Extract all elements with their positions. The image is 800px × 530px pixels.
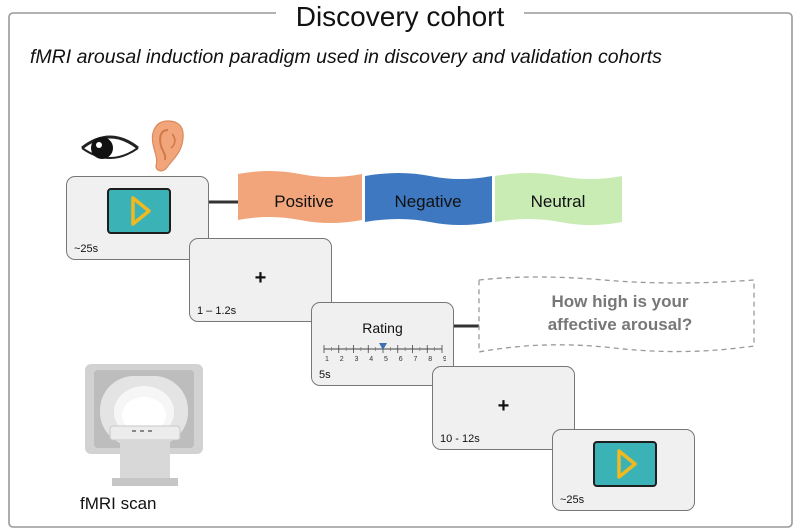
banner-neutral [495,173,622,225]
card-rating: Rating 1 2 3 4 5 6 7 8 9 5s [311,302,454,386]
question-bubble [478,276,755,353]
stimulus-label-negative: Negative [394,192,462,211]
duration-label: ~25s [560,494,585,506]
card-fixation-2: + 10 - 12s [432,366,575,450]
scale-marker [379,343,387,350]
banner-positive [238,171,362,223]
video-screen-2 [593,441,657,487]
ear-icon [151,120,184,172]
stimulus-label-positive: Positive [274,192,334,211]
card-video-2: ~25s [552,429,695,511]
fixation-cross: + [254,267,267,289]
rating-title: Rating [362,320,403,336]
scale-label: 3 [355,356,359,363]
eye-icon [81,135,139,159]
panel-title: Discovery cohort [0,1,800,33]
duration-label: ~25s [74,243,99,255]
card-fixation-1: + 1 – 1.2s [189,238,332,322]
play-icon [617,449,637,479]
video-screen-1 [107,188,171,234]
duration-label: 1 – 1.2s [197,305,237,317]
scale-label: 5 [384,356,388,363]
scanner-label: fMRI scan [80,494,157,513]
scale-label: 2 [340,356,344,363]
scale-label: 9 [443,356,446,363]
rating-question: How high is your affective arousal? [547,292,693,334]
mri-scanner-icon [85,364,203,486]
scale-label: 6 [399,356,403,363]
scale-label: 4 [369,356,373,363]
stimulus-label-neutral: Neutral [530,192,586,211]
rating-scale: 1 2 3 4 5 6 7 8 9 [323,343,446,363]
panel-subtitle: fMRI arousal induction paradigm used in … [30,46,662,68]
play-icon [131,196,151,226]
stimulus-banners [238,171,622,225]
scale-label: 8 [428,356,432,363]
scale-label: 7 [414,356,418,363]
banner-negative [365,173,492,225]
duration-label: 5s [319,369,331,381]
duration-label: 10 - 12s [440,433,480,445]
card-video-1: ~25s [66,176,209,260]
fixation-cross: + [497,395,510,417]
scale-label: 1 [325,356,329,363]
